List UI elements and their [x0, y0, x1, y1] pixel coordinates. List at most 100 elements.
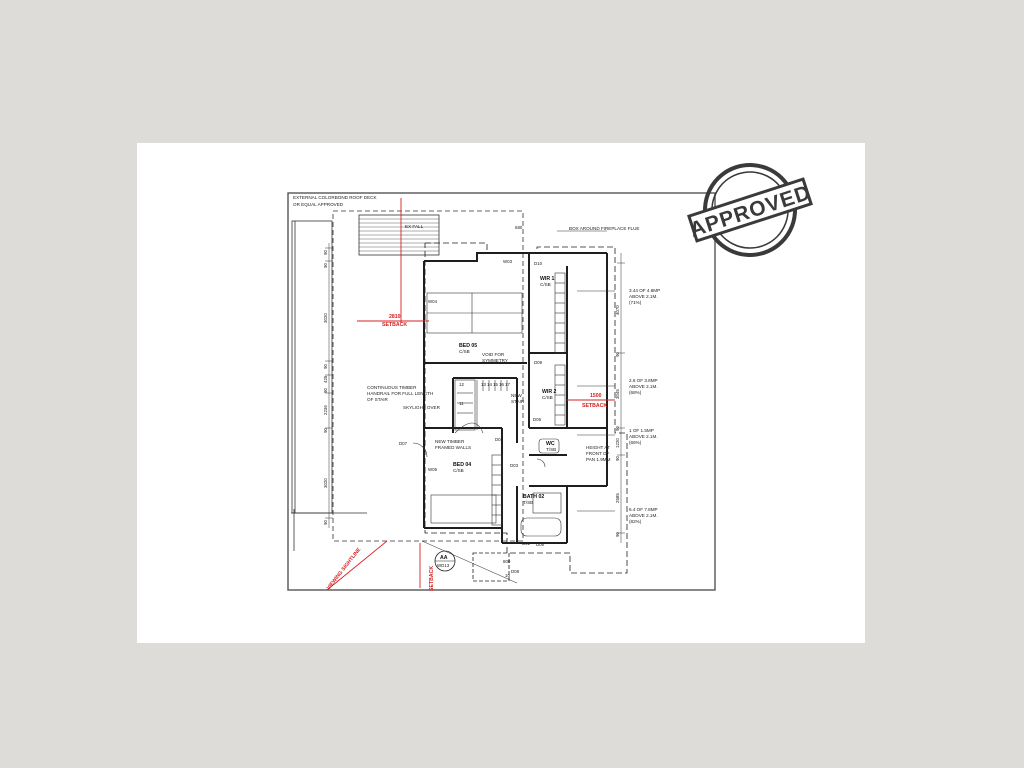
room-wc-finish: T/SB	[546, 447, 556, 452]
door-tag: D08	[511, 569, 520, 574]
stair-number: 11	[459, 401, 464, 406]
door-tag: D02	[522, 541, 531, 546]
stair-number: 16	[499, 382, 504, 387]
interior-lines	[412, 272, 566, 537]
left-dim: 90	[323, 250, 328, 255]
new-stair-note-1: NEW	[511, 393, 522, 398]
room-bath02-finish: T/SB	[523, 500, 533, 505]
area-note-2-b: ABOVE 2.1M.	[629, 384, 658, 389]
area-note-4-b: ABOVE 2.1M.	[629, 513, 658, 518]
timber-walls-note-1: NEW TIMBER	[435, 439, 465, 444]
right-dim: 4070	[615, 305, 620, 315]
right-dim: 1220	[615, 438, 620, 448]
area-note-2-c: (68%)	[629, 390, 642, 395]
building-walls	[423, 252, 608, 544]
room-wir2: WIR 2	[542, 389, 557, 395]
right-dim: 2585	[615, 493, 620, 503]
section-marker	[421, 540, 518, 584]
dimension-lines	[325, 230, 625, 543]
bottom-dim: 800	[503, 559, 511, 564]
skylight-note: SKYLIGHT OVER	[403, 405, 441, 410]
door-tag: D03	[510, 463, 519, 468]
right-dim: 90	[615, 426, 620, 431]
area-note-4-c: (82%)	[629, 519, 642, 524]
room-wc: WC	[546, 441, 555, 447]
area-note-2-a: 2.6 OF 3.8MP	[629, 378, 658, 383]
room-bed04-finish: C/SB	[453, 468, 464, 473]
title-note-1: EXTERNAL COLORBOND ROOF DECK	[293, 195, 377, 200]
left-dim: 425	[323, 375, 328, 383]
door-tag: D06	[536, 542, 545, 547]
handrail-note-2: HANDRAIL FOR FULL LENGTH	[367, 391, 433, 396]
left-dim: 2236	[323, 405, 328, 415]
stair-number: 17	[505, 382, 510, 387]
door-tag: D09	[534, 360, 543, 365]
stair-number: 12	[459, 382, 464, 387]
room-bath02: BATH 02	[523, 494, 544, 500]
bottom-bay	[472, 552, 510, 582]
ex-fall-label: EX FALL	[405, 224, 424, 229]
room-wir2-finish: C/SB	[542, 395, 553, 400]
room-wir1-finish: C/SB	[540, 282, 551, 287]
right-dim: 3045	[615, 389, 620, 399]
right-dim: 90	[615, 532, 620, 537]
door-tag: D05	[533, 417, 542, 422]
timber-walls-note-2: FRAMED WALLS	[435, 445, 471, 450]
setback-dim-2: 1500	[590, 393, 602, 399]
document-card: EXTERNAL COLORBOND ROOF DECK OR EQUAL AP…	[137, 143, 865, 643]
left-dim: 90	[323, 428, 328, 433]
section-marker-top: AA	[440, 555, 448, 561]
approved-stamp: APPROVED	[687, 163, 814, 257]
left-dim: 90	[323, 520, 328, 525]
area-note-1-c: (71%)	[629, 300, 642, 305]
window-tag: W05	[428, 467, 438, 472]
setback-vertical: SETBACK	[429, 566, 435, 591]
left-dim: 3020	[323, 313, 328, 323]
height-pan-note-3: PAN 1.9MM	[586, 457, 611, 462]
area-note-3-a: 1 OF 1.5MP	[629, 428, 654, 433]
door-tag: D04	[495, 437, 504, 442]
stair-number: 14	[487, 382, 492, 387]
void-note-2: SYMMETRY	[482, 358, 508, 363]
bottom-dim: 10	[505, 573, 510, 578]
height-pan-note-2: FRONT OF	[586, 451, 610, 456]
handrail-note-1: CONTINUOUS TIMBER	[367, 385, 417, 390]
handrail-note-3: OF STAIR	[367, 397, 389, 402]
section-marker-bottom: WD13	[437, 563, 450, 568]
right-dim: 90	[615, 456, 620, 461]
new-stair-note-2: STAIR	[511, 399, 525, 404]
left-dim: 90	[323, 364, 328, 369]
area-note-3-b: ABOVE 2.1M.	[629, 434, 658, 439]
door-tag: D07	[399, 441, 408, 446]
sightline-label: VIEWING SIGHTLINE	[326, 546, 363, 591]
stair-number: 13	[481, 382, 486, 387]
left-dim: 90	[323, 388, 328, 393]
roof-outline	[424, 242, 628, 574]
title-note-2: OR EQUAL APPROVED	[293, 202, 344, 207]
fireplace-flue-note: BOX AROUND FIREPLACE FLUE	[569, 226, 639, 231]
area-note-1-b: ABOVE 2.1M.	[629, 294, 658, 299]
floor-plan-drawing: EXTERNAL COLORBOND ROOF DECK OR EQUAL AP…	[287, 163, 814, 591]
left-dim: 90	[323, 263, 328, 268]
right-dim: 90	[615, 352, 620, 357]
area-note-4-a: 6.4 OF 7.8MP	[629, 507, 658, 512]
setback-lines	[326, 198, 615, 591]
room-bed05: BED 05	[459, 343, 477, 349]
setback-label-1: SETBACK	[382, 322, 407, 328]
room-bed05-finish: C/SB	[459, 349, 470, 354]
area-note-1-a: 3.44 OF 4.8MP	[629, 288, 660, 293]
window-tag: W03	[503, 259, 513, 264]
drawing-frame	[287, 192, 716, 591]
void-note-1: VOID FOR	[482, 352, 505, 357]
room-wir1: WIR 1	[540, 276, 555, 282]
room-bed04: BED 04	[453, 462, 471, 468]
door-tag: D10	[534, 261, 543, 266]
left-dim: 3020	[323, 478, 328, 488]
top-dim: 680	[515, 225, 523, 230]
area-note-3-c: (66%)	[629, 440, 642, 445]
height-pan-note-1: HEIGHT AT	[586, 445, 610, 450]
window-tag: W04	[428, 299, 438, 304]
stair-number: 15	[493, 382, 498, 387]
setback-label-2: SETBACK	[582, 403, 607, 409]
setback-dim-1: 2810	[389, 314, 401, 320]
